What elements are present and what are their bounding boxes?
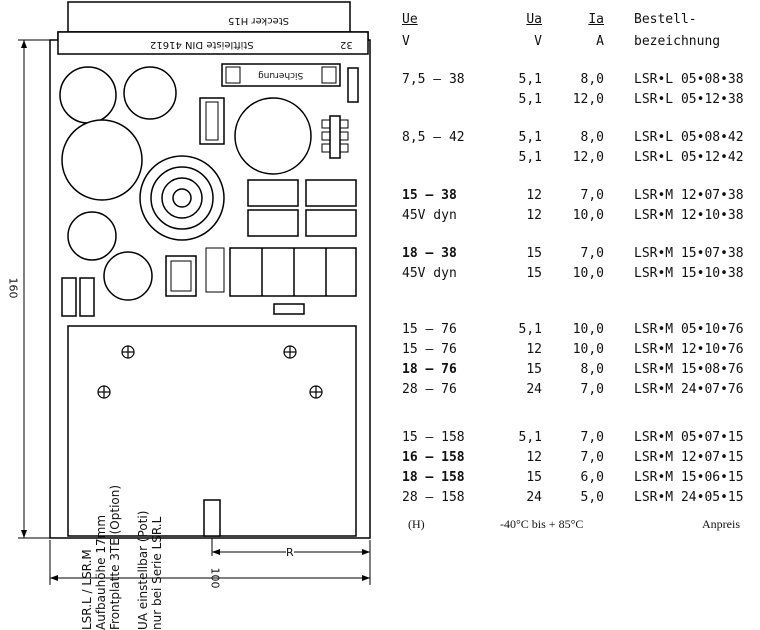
module-text-block: LSR.L / LSR.M Aufbauhöhe 17mm Frontplatt… <box>80 430 280 630</box>
table-cell-ua: 5,1 <box>518 322 542 337</box>
table-cell-ue: 45V dyn <box>402 208 457 223</box>
capacitor <box>59 66 117 124</box>
table-cell-ua: 24 <box>526 382 542 397</box>
table-cell-ua: 15 <box>526 266 542 281</box>
module-text-line: Frontplatte 3TE (Option) <box>108 484 122 630</box>
table-cell-ia: 10,0 <box>572 208 604 223</box>
module-text-line: LSR.L / LSR.M <box>80 549 94 630</box>
table-cell-ua: 12 <box>526 208 542 223</box>
table-cell-ia: 8,0 <box>580 130 604 145</box>
header-ue: Ue <box>402 12 418 27</box>
pcb-drawing: Stecker H15 Stiftleiste DIN 41612 32 Sic… <box>0 0 380 630</box>
table-cell-order: LSR•M 12•10•38 <box>634 208 744 223</box>
table-cell-ia: 5,0 <box>580 490 604 505</box>
table-cell-ia: 12,0 <box>572 92 604 107</box>
table-cell-ue: 15 – 38 <box>402 188 457 203</box>
table-cell-ia: 7,0 <box>580 382 604 397</box>
header-ia-unit: A <box>596 34 604 49</box>
fuse-shape <box>221 63 341 87</box>
table-cell-ia: 7,0 <box>580 246 604 261</box>
table-cell-order: LSR•L 05•08•42 <box>634 130 744 145</box>
header-ua-unit: V <box>534 34 542 49</box>
capacitor <box>103 251 153 301</box>
footer-left: (H) <box>408 517 425 531</box>
table-cell-ia: 10,0 <box>572 266 604 281</box>
table-cell-order: LSR•M 15•08•76 <box>634 362 744 377</box>
table-cell-ue: 15 – 76 <box>402 342 457 357</box>
header-order2: bezeichnung <box>634 34 721 49</box>
module-text-line: nur bei Serie LSR.L <box>150 516 164 630</box>
table-cell-ua: 24 <box>526 490 542 505</box>
footer-temp: -40°C bis + 85°C <box>500 517 584 531</box>
table-cell-order: LSR•M 15•10•38 <box>634 266 744 281</box>
footer-right: Anpreis <box>702 517 740 531</box>
product-table: Ue V Ua V Ia A Bestell- bezeichnung 7,5 … <box>396 0 760 600</box>
table-cell-ue: 15 – 158 <box>402 430 465 445</box>
capacitor <box>123 66 177 120</box>
dim-height-label: 160 <box>6 277 20 299</box>
potentiometer <box>203 499 221 537</box>
table-cell-ue: 18 – 76 <box>402 362 457 377</box>
module-text-line: Aufbauhöhe 17mm <box>94 514 108 630</box>
header-side-label: 32 <box>340 39 353 50</box>
table-cell-ue: 18 – 158 <box>402 470 465 485</box>
table-cell-ue: 18 – 38 <box>402 246 457 261</box>
table-cell-ua: 5,1 <box>518 92 542 107</box>
table-cell-ua: 12 <box>526 188 542 203</box>
table-cell-ia: 7,0 <box>580 430 604 445</box>
pcb-svg <box>18 1 371 585</box>
table-cell-order: LSR•M 24•05•15 <box>634 490 744 505</box>
table-cell-ue: 7,5 – 38 <box>402 72 465 87</box>
connector-shape <box>67 1 351 33</box>
table-cell-ue: 8,5 – 42 <box>402 130 465 145</box>
table-cell-order: LSR•M 24•07•76 <box>634 382 744 397</box>
dim-r-label: R <box>286 545 294 561</box>
module-text-line: UA einstellbar (Poti) <box>136 510 150 630</box>
table-cell-ua: 5,1 <box>518 130 542 145</box>
header-ia: Ia <box>588 12 604 27</box>
table-cell-order: LSR•M 05•10•76 <box>634 322 744 337</box>
table-cell-ue: 15 – 76 <box>402 322 457 337</box>
table-cell-ua: 12 <box>526 450 542 465</box>
table-cell-ia: 7,0 <box>580 450 604 465</box>
table-cell-order: LSR•M 15•06•15 <box>634 470 744 485</box>
table-cell-order: LSR•L 05•12•38 <box>634 92 744 107</box>
table-cell-ua: 15 <box>526 362 542 377</box>
table-cell-ia: 8,0 <box>580 72 604 87</box>
header-ua: Ua <box>526 12 542 27</box>
table-cell-order: LSR•M 12•10•76 <box>634 342 744 357</box>
header-ue-unit: V <box>402 34 410 49</box>
table-cell-order: LSR•M 12•07•38 <box>634 188 744 203</box>
table-cell-order: LSR•L 05•08•38 <box>634 72 744 87</box>
table-cell-order: LSR•M 12•07•15 <box>634 450 744 465</box>
table-cell-ua: 5,1 <box>518 150 542 165</box>
capacitor <box>67 211 117 261</box>
table-cell-ue: 28 – 158 <box>402 490 465 505</box>
table-cell-ua: 15 <box>526 470 542 485</box>
table-cell-order: LSR•L 05•12•42 <box>634 150 744 165</box>
table-cell-order: LSR•M 05•07•15 <box>634 430 744 445</box>
table-cell-ia: 12,0 <box>572 150 604 165</box>
table-cell-ia: 7,0 <box>580 188 604 203</box>
capacitor <box>234 97 312 175</box>
table-cell-ia: 6,0 <box>580 470 604 485</box>
table-cell-ua: 12 <box>526 342 542 357</box>
header-order: Bestell- <box>634 12 697 27</box>
table-cell-ue: 16 – 158 <box>402 450 465 465</box>
table-cell-ue: 28 – 76 <box>402 382 457 397</box>
table-cell-ue: 45V dyn <box>402 266 457 281</box>
capacitor <box>61 119 143 201</box>
table-cell-ia: 8,0 <box>580 362 604 377</box>
table-cell-order: LSR•M 15•07•38 <box>634 246 744 261</box>
table-cell-ia: 10,0 <box>572 322 604 337</box>
header-label: Stiftleiste DIN 41612 <box>150 39 254 50</box>
table-cell-ua: 5,1 <box>518 72 542 87</box>
table-cell-ia: 10,0 <box>572 342 604 357</box>
fuse-label: Sicherung <box>258 70 304 80</box>
table-cell-ua: 5,1 <box>518 430 542 445</box>
connector-label: Stecker H15 <box>228 15 290 26</box>
table-cell-ua: 15 <box>526 246 542 261</box>
